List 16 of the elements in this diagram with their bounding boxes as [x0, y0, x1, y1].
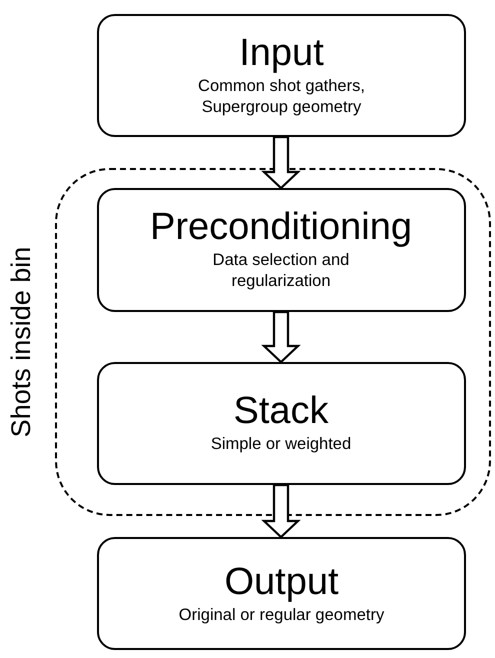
box-title: Output [224, 560, 339, 605]
block-arrow [261, 136, 301, 190]
box-description: Common shot gathers, Supergroup geometry [197, 76, 366, 118]
process-box [97, 14, 466, 137]
box-title: Stack [233, 390, 329, 434]
box-description: Simple or weighted [210, 434, 352, 456]
block-arrow [261, 484, 301, 539]
box-description: Data selection and regularization [212, 250, 350, 292]
box-description: Original or regular geometry [178, 604, 384, 626]
box-title: Preconditioning [150, 206, 412, 250]
process-box [97, 537, 466, 650]
box-title: Input [239, 32, 324, 76]
process-box [96, 362, 466, 484]
process-box [96, 188, 466, 312]
block-arrow [261, 310, 301, 364]
group-label: Shots inside bin [7, 246, 37, 438]
